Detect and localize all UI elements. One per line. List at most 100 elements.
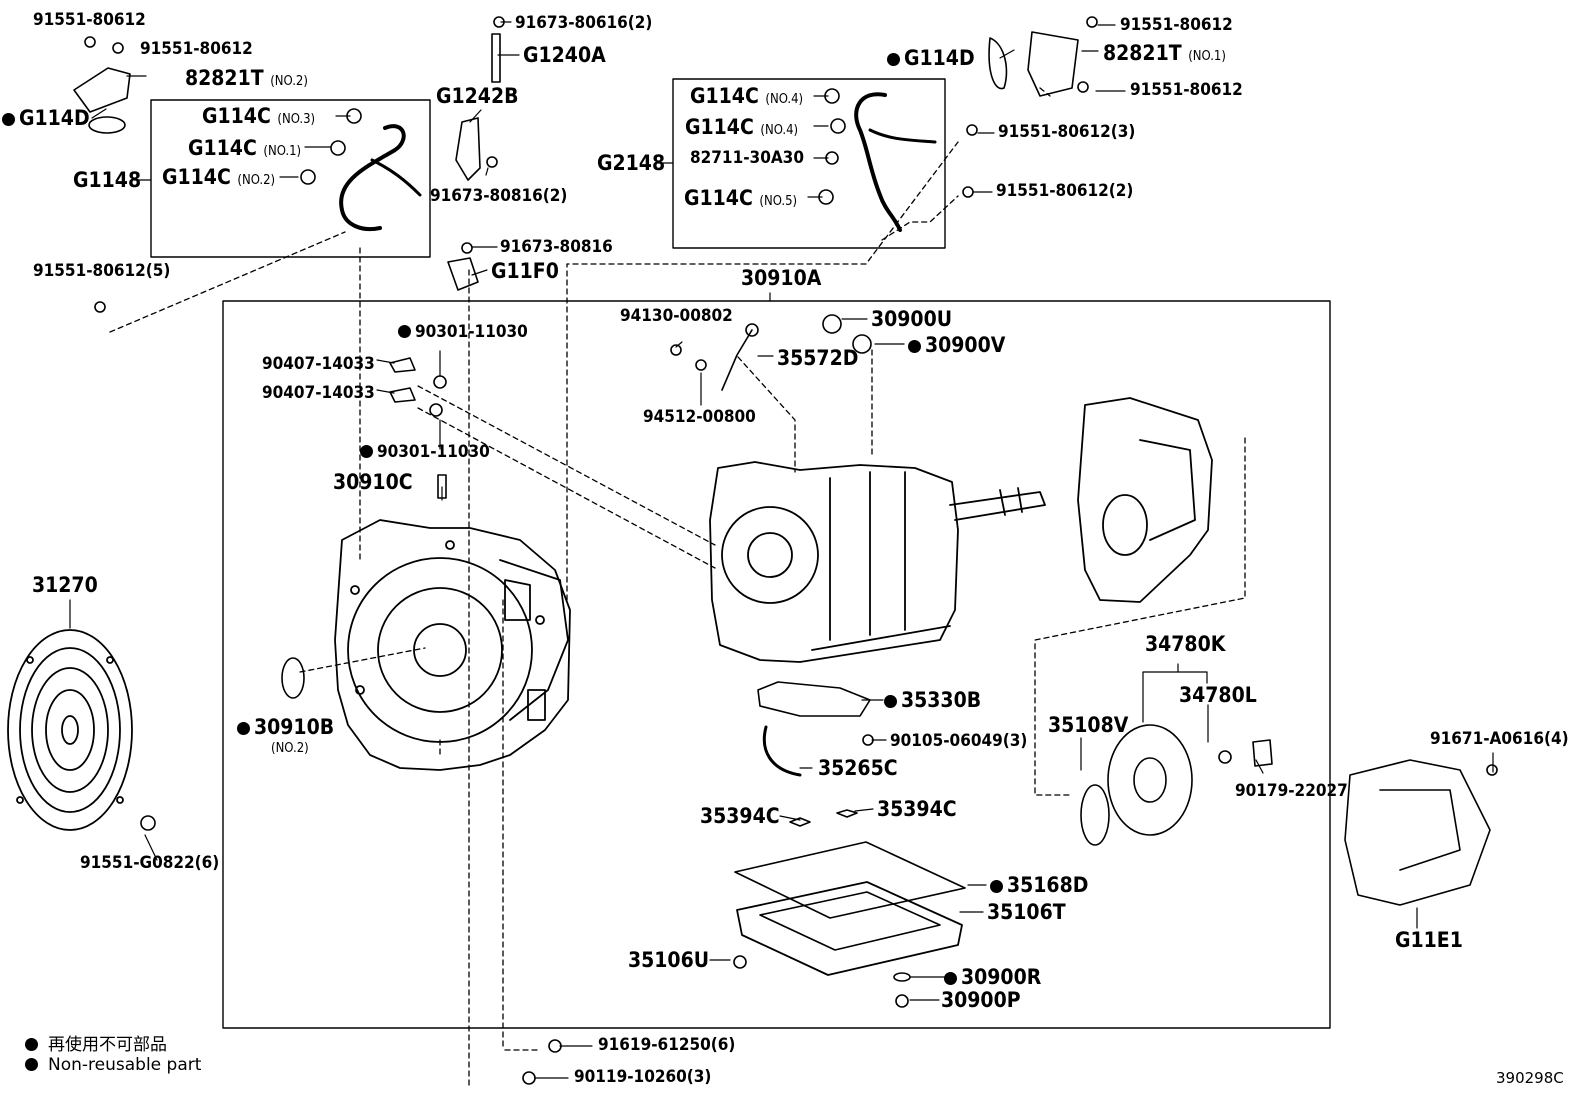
bracket-g11e1-part	[1344, 759, 1491, 906]
callout-90119-10260-3: 90119-10260(3)	[574, 1067, 712, 1087]
cover-g114d-left-part	[88, 116, 126, 134]
callout-35168d: 35168D	[990, 875, 1088, 896]
wire-harness-g1148-part	[339, 124, 406, 231]
gasket-30900r-part	[893, 972, 911, 982]
strainer-35330b-part	[757, 681, 871, 717]
callout-94512-00800: 94512-00800	[643, 407, 756, 427]
callout-g1242b: G1242B	[436, 84, 519, 108]
callout-30900v: 30900V	[908, 335, 1005, 356]
callout-91671-a0616-4: 91671-A0616(4)	[1430, 729, 1569, 749]
leader-lines	[69, 21, 1494, 1079]
callout-35106t: 35106T	[987, 900, 1066, 924]
small-fittings	[84, 16, 1498, 846]
callout-g114c-no5: G114C (NO.5)	[684, 186, 798, 210]
gasket-35168d-part	[734, 841, 966, 919]
callout-35572d: 35572D	[777, 346, 859, 370]
callout-30910b: 30910B	[237, 717, 334, 738]
transmission-case-30910b-part	[334, 519, 571, 771]
callout-91673-80816-2: 91673-80816(2)	[430, 186, 568, 206]
callout-82711-30a30: 82711-30A30	[690, 148, 804, 168]
callout-91673-80816: 91673-80816	[500, 237, 613, 257]
bolt-91619-part	[548, 1039, 562, 1053]
callout-91551-80612-5: 91551-80612(5)	[33, 261, 171, 281]
callout-31270: 31270	[32, 573, 98, 597]
legend-non-reusable-ja: 再使用不可部品	[25, 1030, 167, 1055]
pan-35106t-part	[736, 881, 963, 976]
wire-harness-g2148-part	[854, 92, 902, 232]
callout-g114c-no4-b: G114C (NO.4)	[685, 115, 799, 139]
callout-g11f0: G11F0	[491, 259, 559, 283]
extension-housing-part	[1077, 397, 1213, 603]
callout-30900u: 30900U	[871, 307, 953, 331]
callout-91551-80612-2: 91551-80612(2)	[996, 181, 1134, 201]
frame-g1148	[150, 99, 431, 258]
callout-82821t-no1: 82821T (NO.1)	[1103, 41, 1226, 65]
bracket-g11e1-inner	[1379, 789, 1461, 871]
callout-94130-00802: 94130-00802	[620, 306, 733, 326]
transmission-body-part	[709, 461, 1046, 663]
bolt-35106u-part	[733, 955, 747, 969]
gasket-35394c-a-part	[789, 817, 811, 827]
callout-35330b: 35330B	[884, 690, 981, 711]
callout-91551-80612-d: 91551-80612	[1130, 80, 1243, 100]
bracket-g1242b-part	[455, 117, 481, 181]
callout-30900p: 30900P	[941, 988, 1021, 1012]
callout-34780k: 34780K	[1145, 632, 1226, 656]
callout-30910a: 30910A	[741, 266, 822, 290]
callout-82821t-no2: 82821T (NO.2)	[185, 66, 308, 90]
legend-bullet-icon	[25, 1058, 38, 1071]
legend-non-reusable-en: Non-reusable part	[25, 1055, 201, 1075]
dashed-guide-lines	[109, 87, 1246, 1086]
callout-90179-22027: 90179-22027	[1235, 781, 1348, 801]
callout-91551-80612-c: 91551-80612	[1120, 15, 1233, 35]
callout-35394c-a: 35394C	[700, 804, 780, 828]
callout-35265c: 35265C	[818, 756, 898, 780]
callout-34780l: 34780L	[1179, 683, 1257, 707]
callout-g1148: G1148	[73, 168, 142, 192]
callout-g114d-right: G114D	[887, 48, 975, 69]
callout-30910c: 30910C	[333, 470, 413, 494]
callout-35106u: 35106U	[628, 948, 710, 972]
callout-35108v: 35108V	[1048, 713, 1129, 737]
bracket-g1240a-part	[491, 33, 501, 83]
frame-30910a	[222, 300, 1331, 1029]
callout-91551-80612-3: 91551-80612(3)	[998, 122, 1136, 142]
bracket-82821t-no1-part	[1027, 31, 1079, 97]
callout-90301-11030-a: 90301-11030	[398, 324, 528, 341]
callout-g114c-no4-a: G114C (NO.4)	[690, 84, 804, 108]
callout-90105-06049-3: 90105-06049(3)	[890, 731, 1028, 751]
callout-g11e1: G11E1	[1395, 928, 1463, 952]
callout-g1240a: G1240A	[523, 43, 606, 67]
callout-35394c-b: 35394C	[877, 797, 957, 821]
callout-90407-14033-b: 90407-14033	[262, 383, 375, 403]
callout-g2148: G2148	[597, 151, 666, 175]
bolt-90105-part	[862, 734, 874, 746]
callout-g114c-no3: G114C (NO.3)	[202, 104, 316, 128]
callout-91551-80612-a: 91551-80612	[33, 10, 146, 30]
callout-30900r: 30900R	[944, 967, 1041, 988]
plug-30900p-part	[895, 994, 909, 1008]
callout-90407-14033-a: 90407-14033	[262, 354, 375, 374]
torque-converter-31270-part	[7, 629, 133, 831]
callout-30910b-note: (NO.2)	[271, 741, 309, 756]
callout-91551-g0822-6: 91551-G0822(6)	[80, 853, 220, 873]
callout-91619-61250-6: 91619-61250(6)	[598, 1035, 736, 1055]
bracket-g11f0-part	[447, 257, 479, 291]
callout-g114d-left: G114D	[2, 108, 90, 129]
wire-harness-g2148-branch	[868, 128, 937, 144]
wire-harness-g1148-branch	[370, 158, 422, 197]
bolt-90119-part	[522, 1071, 536, 1085]
callout-90301-11030-b: 90301-11030	[360, 444, 490, 461]
legend-bullet-icon	[25, 1038, 38, 1051]
pan-35106t-inner	[759, 891, 941, 951]
callout-g114c-no1: G114C (NO.1)	[188, 136, 302, 160]
gasket-35394c-b-part	[836, 809, 858, 818]
cover-g114d-right-part	[988, 37, 1008, 90]
callout-g114c-no2: G114C (NO.2)	[162, 165, 276, 189]
tube-35265c-part	[762, 725, 802, 777]
figure-code: 390298C	[1496, 1069, 1564, 1087]
callout-91551-80612-b: 91551-80612	[140, 39, 253, 59]
callout-91673-80616-2: 91673-80616(2)	[515, 13, 653, 33]
